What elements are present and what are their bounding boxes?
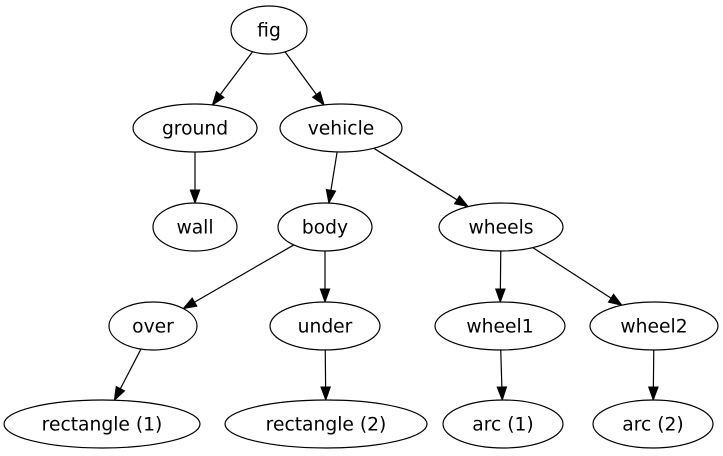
arrowhead-vehicle-to-body: [325, 188, 337, 205]
arrowhead-wheel2-to-arc2: [647, 386, 659, 402]
node-label-arc2: arc (2): [622, 415, 683, 436]
node-wheel1: [434, 301, 566, 351]
node-label-rectangle1: rectangle (1): [42, 415, 163, 436]
arrowhead-wheels-to-wheel1: [494, 288, 506, 304]
node-label-over: over: [132, 317, 174, 338]
node-fig: [230, 5, 308, 55]
node-under: [269, 301, 381, 351]
edge-fig-to-ground: [219, 51, 254, 95]
node-wheel2: [589, 301, 719, 351]
node-label-under: under: [298, 317, 353, 338]
node-label-rectangle2: rectangle (2): [266, 415, 387, 436]
node-label-body: body: [302, 218, 348, 239]
node-rectangle2: [224, 399, 428, 449]
arrowhead-vehicle-to-wheels: [453, 194, 470, 208]
edge-body-to-over: [194, 244, 295, 303]
arrowhead-ground-to-wall: [189, 189, 201, 205]
node-label-wheel1: wheel1: [466, 317, 533, 338]
node-label-wheels: wheels: [468, 218, 533, 239]
edge-vehicle-to-wheels: [373, 147, 458, 201]
arrowhead-wheels-to-wheel2: [607, 293, 624, 307]
node-vehicle: [279, 103, 403, 153]
node-label-arc1: arc (1): [472, 415, 533, 436]
node-label-vehicle: vehicle: [308, 119, 375, 140]
node-label-wall: wall: [176, 218, 213, 239]
arrowhead-fig-to-ground: [211, 90, 225, 107]
node-arc2: [592, 399, 714, 449]
edge-wheel1-to-arc1: [500, 349, 503, 388]
arrowhead-wheel1-to-arc1: [496, 386, 508, 402]
node-arc1: [442, 399, 564, 449]
arrowhead-under-to-rectangle2: [320, 386, 332, 402]
node-body: [277, 202, 373, 252]
edge-wheels-to-wheel2: [532, 247, 612, 299]
arrowhead-fig-to-vehicle: [311, 90, 325, 107]
arrowhead-body-to-under: [319, 288, 331, 304]
node-over: [108, 301, 198, 351]
arrowhead-over-to-rectangle1: [113, 385, 126, 402]
node-rectangle1: [3, 399, 201, 449]
node-label-ground: ground: [162, 119, 228, 140]
node-wall: [152, 202, 238, 252]
node-wheels: [438, 202, 564, 252]
edge-fig-to-vehicle: [284, 51, 317, 95]
edge-over-to-rectangle1: [119, 348, 142, 389]
node-ground: [132, 103, 258, 153]
arrowhead-body-to-over: [181, 297, 198, 310]
edge-vehicle-to-body: [330, 151, 338, 191]
node-label-fig: fig: [257, 21, 281, 42]
node-label-wheel2: wheel2: [620, 317, 687, 338]
